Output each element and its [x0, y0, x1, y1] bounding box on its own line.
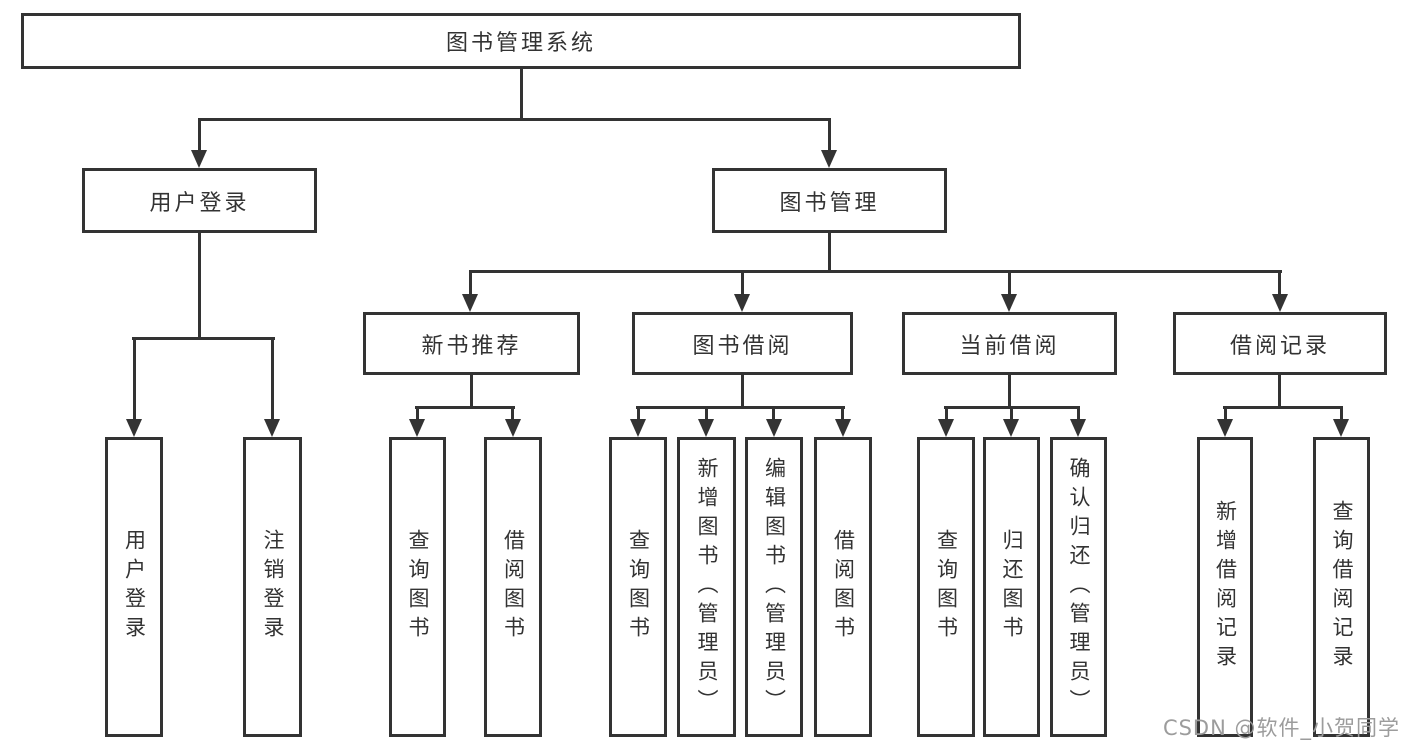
node-borrow-books-borrowing: 借阅图书 — [814, 437, 872, 737]
node-label: 查询图书 — [934, 529, 959, 645]
connector-line — [469, 272, 472, 297]
node-logout: 注销登录 — [243, 437, 302, 737]
node-label: 借阅图书 — [831, 529, 856, 645]
node-return-books: 归还图书 — [983, 437, 1040, 737]
connector-line — [741, 272, 744, 297]
connector-line — [1008, 272, 1011, 297]
arrow-down-icon — [505, 419, 521, 437]
node-new-book-recommendation: 新书推荐 — [363, 312, 580, 375]
node-label: 借阅图书 — [501, 529, 526, 645]
arrow-down-icon — [630, 419, 646, 437]
node-label: 用户登录 — [122, 529, 147, 645]
node-book-borrowing: 图书借阅 — [632, 312, 853, 375]
connector-line — [520, 69, 523, 121]
node-label: 注销登录 — [261, 529, 285, 645]
node-query-books-borrowing: 查询图书 — [609, 437, 667, 737]
arrow-down-icon — [1070, 419, 1086, 437]
connector-line — [636, 406, 845, 409]
arrow-down-icon — [409, 419, 425, 437]
connector-line — [469, 270, 1282, 273]
connector-line — [1223, 406, 1343, 409]
node-confirm-return-admin: 确认归还（管理员） — [1050, 437, 1107, 737]
arrow-down-icon — [1217, 419, 1233, 437]
connector-line — [1008, 375, 1011, 409]
node-borrowing-records: 借阅记录 — [1173, 312, 1387, 375]
connector-line — [1010, 408, 1013, 422]
node-query-borrow-record: 查询借阅记录 — [1313, 437, 1370, 737]
connector-line — [637, 408, 640, 422]
connector-line — [1077, 408, 1080, 422]
connector-line — [1224, 408, 1227, 422]
node-add-book-admin: 新增图书（管理员） — [677, 437, 736, 737]
node-label: 查询借阅记录 — [1330, 500, 1354, 674]
connector-line — [470, 375, 473, 409]
arrow-down-icon — [1333, 419, 1349, 437]
connector-line — [705, 408, 708, 422]
connector-line — [741, 374, 744, 409]
node-user-login-leaf: 用户登录 — [105, 437, 163, 737]
arrow-down-icon — [766, 419, 782, 437]
node-label: 归还图书 — [1000, 529, 1024, 645]
connector-line — [198, 120, 201, 153]
connector-line — [828, 233, 831, 273]
arrow-down-icon — [462, 294, 478, 312]
arrow-down-icon — [938, 419, 954, 437]
connector-line — [198, 118, 831, 121]
arrow-down-icon — [821, 150, 837, 168]
connector-line — [1278, 375, 1281, 409]
arrow-down-icon — [835, 419, 851, 437]
node-borrow-books-recommend: 借阅图书 — [484, 437, 542, 737]
connector-line — [271, 339, 274, 422]
arrow-down-icon — [698, 419, 714, 437]
arrow-down-icon — [264, 419, 280, 437]
node-label: 确认归还（管理员） — [1067, 456, 1091, 718]
connector-line — [1340, 408, 1343, 422]
connector-line — [198, 233, 201, 340]
arrow-down-icon — [1001, 294, 1017, 312]
connector-line — [415, 406, 515, 409]
node-current-borrowing: 当前借阅 — [902, 312, 1117, 375]
node-query-books-current: 查询图书 — [917, 437, 975, 737]
connector-line — [841, 408, 844, 422]
arrow-down-icon — [191, 150, 207, 168]
connector-line — [828, 120, 831, 153]
connector-line — [944, 406, 1080, 409]
node-library-management-system: 图书管理系统 — [21, 13, 1021, 69]
node-edit-book-admin: 编辑图书（管理员） — [745, 437, 803, 737]
arrow-down-icon — [1272, 294, 1288, 312]
connector-line — [1278, 272, 1281, 297]
connector-line — [772, 408, 775, 422]
node-label: 查询图书 — [406, 529, 430, 645]
connector-line — [132, 337, 275, 340]
arrow-down-icon — [734, 294, 750, 312]
node-label: 新增图书（管理员） — [695, 456, 719, 718]
node-label: 查询图书 — [626, 529, 651, 645]
node-label: 新增借阅记录 — [1213, 500, 1238, 674]
arrow-down-icon — [126, 419, 142, 437]
connector-line — [511, 408, 514, 422]
watermark: CSDN @软件_小贺同学 — [1162, 716, 1400, 740]
node-label: 编辑图书（管理员） — [762, 456, 787, 718]
arrow-down-icon — [1003, 419, 1019, 437]
node-query-books-recommend: 查询图书 — [389, 437, 446, 737]
connector-line — [133, 339, 136, 422]
node-add-borrow-record: 新增借阅记录 — [1197, 437, 1253, 737]
node-user-login: 用户登录 — [82, 168, 317, 233]
node-book-management: 图书管理 — [712, 168, 947, 233]
connector-line — [416, 408, 419, 422]
connector-line — [945, 408, 948, 422]
